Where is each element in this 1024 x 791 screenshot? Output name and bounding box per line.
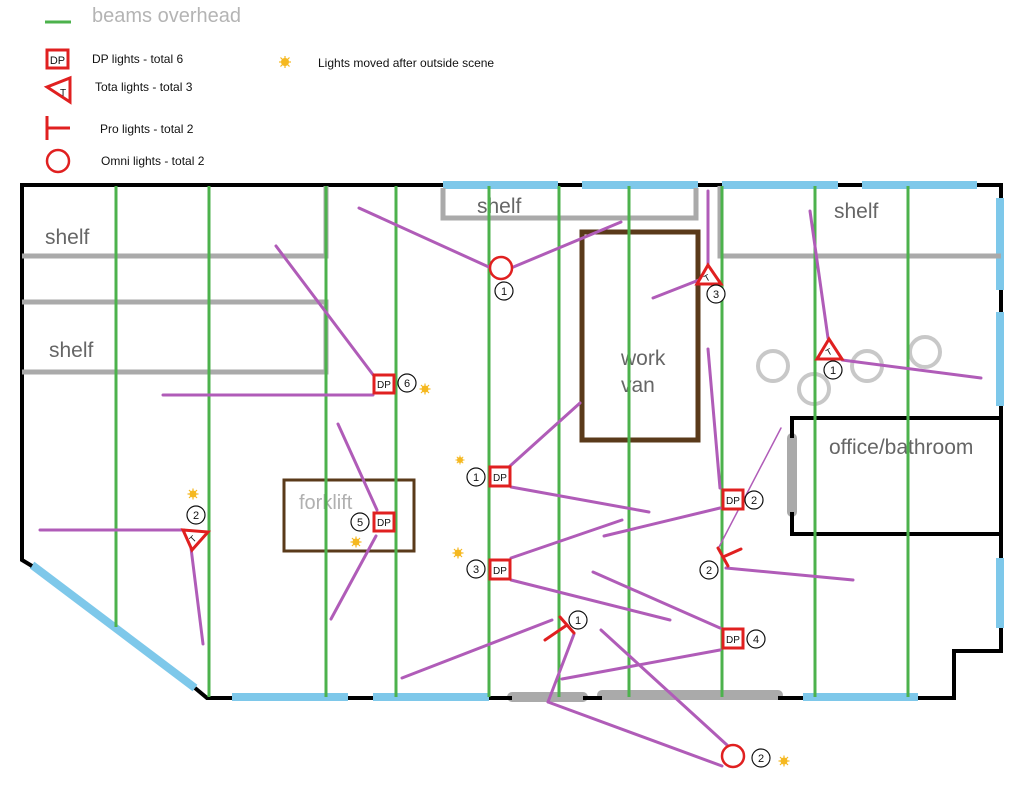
- sun-icon: [419, 383, 431, 395]
- legend-tota-label: Tota lights - total 3: [95, 80, 193, 94]
- tota-light[interactable]: T 3: [694, 262, 726, 304]
- work-van: [579, 229, 701, 443]
- shelf-label: shelf: [477, 195, 522, 218]
- work-van-label: van: [621, 374, 655, 397]
- legend-dp-label: DP lights - total 6: [92, 52, 184, 66]
- svg-text:3: 3: [473, 564, 479, 576]
- dp-light-icon: [488, 465, 512, 488]
- sun-icon: [452, 547, 464, 559]
- dp-light-icon: [372, 373, 396, 395]
- moved-markers: [187, 383, 790, 767]
- dp-light-icon: [488, 558, 512, 581]
- svg-text:2: 2: [751, 495, 757, 507]
- legend: DP T: [43, 20, 291, 174]
- dp-light[interactable]: DP 2: [721, 488, 764, 511]
- svg-text:5: 5: [357, 517, 363, 529]
- sun-icon: [350, 536, 362, 548]
- pro-legend-icon: [45, 116, 70, 140]
- svg-text:DP: DP: [493, 566, 507, 577]
- svg-text:T: T: [188, 533, 199, 544]
- pro-light-icon: [543, 615, 576, 642]
- svg-text:1: 1: [473, 472, 479, 484]
- windows: [29, 181, 1004, 701]
- sun-icon: [455, 455, 465, 465]
- tota-light[interactable]: T 1: [814, 336, 845, 380]
- dp-light[interactable]: DP 6: [372, 373, 417, 395]
- legend-omni-label: Omni lights - total 2: [101, 154, 205, 168]
- pro-light-icon: [716, 546, 743, 568]
- tota-light[interactable]: T 2: [180, 505, 212, 553]
- omni-light-icon: [488, 255, 514, 281]
- dp-light-icon: [721, 627, 745, 650]
- svg-text:2: 2: [706, 565, 712, 577]
- omni-legend-icon: [45, 148, 71, 174]
- sun-icon: [187, 488, 199, 500]
- tota-light-icon: [180, 528, 212, 553]
- tota-legend-icon: T: [43, 75, 72, 105]
- svg-text:4: 4: [753, 634, 759, 646]
- svg-text:DP: DP: [50, 55, 65, 67]
- dp-light[interactable]: DP 4: [721, 627, 766, 650]
- svg-text:6: 6: [404, 378, 410, 390]
- dp-light[interactable]: DP 1: [466, 465, 512, 488]
- dp-light[interactable]: DP 5: [350, 511, 396, 533]
- svg-text:1: 1: [501, 286, 507, 298]
- dp-light-icon: [372, 511, 396, 533]
- omni-light-icon: [720, 743, 746, 769]
- dp-light[interactable]: DP 3: [466, 558, 512, 581]
- svg-text:DP: DP: [377, 518, 391, 529]
- light-beam-lines: [38, 189, 983, 768]
- work-van-label: work: [620, 347, 666, 370]
- sun-icon: [778, 755, 790, 767]
- svg-text:DP: DP: [377, 380, 391, 391]
- legend-beams-label: beams overhead: [92, 5, 241, 27]
- svg-text:2: 2: [193, 510, 199, 522]
- svg-text:1: 1: [830, 365, 836, 377]
- tota-light-icon: [694, 262, 724, 286]
- svg-text:DP: DP: [726, 496, 740, 507]
- moved-legend-icon: [279, 56, 291, 68]
- legend-pro-label: Pro lights - total 2: [100, 122, 194, 136]
- svg-text:3: 3: [713, 289, 719, 301]
- pro-light[interactable]: 1: [543, 610, 588, 642]
- beams: [114, 186, 910, 697]
- svg-text:1: 1: [575, 615, 581, 627]
- legend-moved-label: Lights moved after outside scene: [318, 56, 495, 70]
- svg-text:T: T: [702, 272, 712, 284]
- office-label: office/bathroom: [829, 436, 973, 459]
- svg-text:DP: DP: [726, 635, 740, 646]
- tota-light-icon: [814, 336, 845, 361]
- svg-text:2: 2: [758, 753, 764, 765]
- svg-text:DP: DP: [493, 473, 507, 484]
- shelf-label: shelf: [49, 339, 94, 362]
- svg-text:T: T: [824, 346, 834, 358]
- omni-light[interactable]: 1: [488, 255, 514, 301]
- shelf-label: shelf: [834, 200, 879, 223]
- doors: [507, 433, 797, 702]
- shelf-label: shelf: [45, 226, 90, 249]
- pro-light[interactable]: 2: [699, 546, 743, 580]
- dp-light-icon: [721, 488, 745, 511]
- forklift: [282, 478, 416, 553]
- omni-light[interactable]: 2: [720, 743, 771, 769]
- svg-text:T: T: [60, 88, 66, 99]
- dp-legend-icon: DP: [45, 48, 70, 70]
